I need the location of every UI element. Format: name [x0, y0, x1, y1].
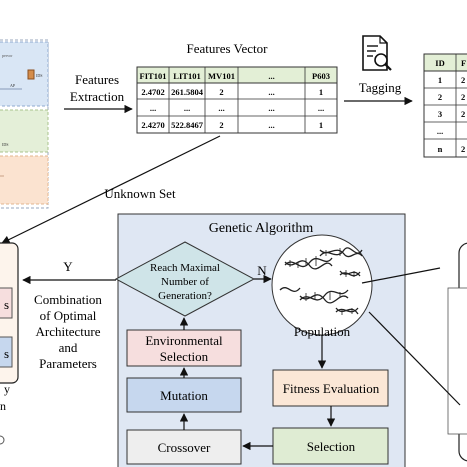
- population-to-output-line-2: [361, 267, 441, 284]
- feature-cell: ...: [318, 103, 324, 113]
- combination-line-2: of Optimal: [40, 308, 97, 323]
- combination-line-3: Architecture: [36, 324, 101, 339]
- unknown-set-label: Unknown Set: [104, 186, 176, 201]
- feature-cell: ...: [268, 103, 274, 113]
- feature-cell: 1: [319, 120, 323, 130]
- left-block-pink: [0, 287, 13, 319]
- environmental-selection-box: [126, 329, 242, 367]
- feature-header-1: LIT101: [173, 71, 200, 81]
- left-fragment-2: s: [4, 346, 9, 361]
- population-label: Population: [294, 324, 351, 339]
- feature-header-4: P603: [312, 71, 330, 81]
- decision-line-3: Generation?: [158, 290, 212, 302]
- id-cell: 2: [461, 109, 465, 119]
- yes-label: Y: [63, 259, 73, 274]
- features-extraction-label-2: Extraction: [70, 89, 125, 104]
- left-fragment-3: y: [4, 382, 10, 396]
- mutation-label: Mutation: [160, 388, 208, 403]
- feature-cell: 2: [219, 87, 223, 97]
- crossover-box: [126, 429, 242, 465]
- decision-diamond: [114, 241, 256, 317]
- unknown-set-arrow: [1, 135, 221, 244]
- right-output-panel: [447, 242, 467, 462]
- feature-cell: 1: [319, 87, 323, 97]
- feature-cell: ...: [268, 87, 274, 97]
- population-to-output-line: [368, 311, 461, 406]
- crossover-label: Crossover: [158, 440, 211, 455]
- feature-cell: 522.8467: [171, 120, 204, 130]
- server-icon: [27, 69, 35, 80]
- combination-line-4: and: [59, 340, 78, 355]
- feature-cell: ...: [150, 103, 156, 113]
- population-circle: [271, 234, 373, 336]
- combination-line-5: Parameters: [39, 356, 97, 371]
- feature-header-3: ...: [268, 71, 274, 81]
- mutation-box: [126, 377, 242, 413]
- id-cell: 2: [461, 92, 465, 102]
- feature-cell: ...: [218, 103, 224, 113]
- selection-box: [272, 427, 389, 465]
- id-cell: 2: [438, 92, 442, 102]
- environmental-selection-line-1: Environmental: [145, 333, 223, 348]
- selection-label: Selection: [307, 439, 356, 454]
- feature-header-2: MV101: [208, 71, 235, 81]
- id-cell: n: [438, 144, 443, 154]
- features-extraction-label-1: Features: [75, 72, 119, 87]
- feature-cell: 2: [219, 120, 223, 130]
- feature-header-0: FIT101: [140, 71, 167, 81]
- feature-cell: 261.5804: [171, 87, 204, 97]
- environmental-selection-line-2: Selection: [160, 349, 209, 364]
- left-fragment-1: s: [4, 297, 9, 312]
- id-cell: 1: [438, 75, 442, 85]
- feature-cell: 2.4702: [141, 87, 164, 97]
- left-block-blue: [0, 336, 13, 368]
- combination-line-1: Combination: [34, 292, 102, 307]
- id-cell: 2: [461, 144, 465, 154]
- left-fragment-4: n: [0, 399, 6, 413]
- tagging-label: Tagging: [359, 80, 402, 95]
- feature-cell: 2.4270: [141, 120, 164, 130]
- left-label-ids-2: IDS: [2, 142, 8, 147]
- id-header-1: F: [461, 58, 466, 68]
- document-search-icon: [362, 35, 392, 71]
- feature-vector-table: FIT101 LIT101 MV101 ... P603 2.4702 261.…: [136, 66, 338, 134]
- left-label-pervor: pervor: [2, 53, 13, 58]
- feature-cell: ...: [268, 120, 274, 130]
- features-vector-title: Features Vector: [187, 41, 269, 56]
- fitness-evaluation-label: Fitness Evaluation: [283, 381, 380, 396]
- left-label-ids-1: IDS: [36, 73, 42, 78]
- fitness-evaluation-box: [272, 369, 389, 407]
- decision-line-2: Number of: [161, 276, 209, 288]
- decision-line-1: Reach Maximal: [150, 262, 220, 274]
- dna-helix-icon: [279, 247, 363, 315]
- id-header-0: ID: [435, 58, 444, 68]
- feature-table-header-row: [136, 66, 338, 84]
- id-cell: 3: [438, 109, 442, 119]
- left-network-panel: pervor IDS AP IDS: [0, 39, 49, 209]
- left-label-ap: AP: [10, 83, 16, 88]
- genetic-algorithm-title: Genetic Algorithm: [209, 221, 314, 236]
- id-cell: 2: [461, 75, 465, 85]
- id-table: ID F 1 2 2 2 3 2 ... n 2: [423, 53, 467, 158]
- network-zone-orange: [0, 155, 49, 205]
- no-label: N: [257, 263, 267, 278]
- left-model-panel: s s y n: [0, 242, 19, 445]
- network-zone-blue: [0, 41, 49, 107]
- network-zone-green: [0, 109, 49, 153]
- feature-cell: ...: [184, 103, 190, 113]
- id-cell: ...: [437, 126, 443, 136]
